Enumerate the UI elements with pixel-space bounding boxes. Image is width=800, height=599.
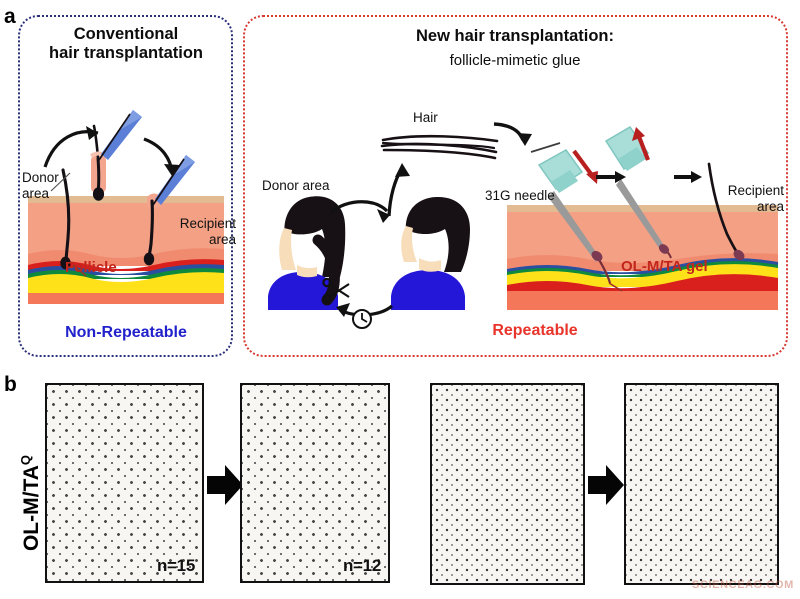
count-label-photo-2: n=12 xyxy=(342,556,381,575)
label-donor-line2: area xyxy=(22,185,50,201)
row-label-text: OL-M/TA xyxy=(20,465,43,552)
photo-4-content xyxy=(626,385,777,583)
watermark: SCIENCEAG.COM xyxy=(692,579,794,591)
label-recipient-right-line1: Recipient xyxy=(727,183,784,198)
photo-panel-4 xyxy=(624,383,779,585)
label-recipient-right-line2: area xyxy=(756,198,784,214)
label-recipient-line2: area xyxy=(208,231,236,247)
photo-3-content xyxy=(432,385,583,583)
verdict-repeatable: Repeatable xyxy=(492,322,578,339)
label-hair: Hair xyxy=(413,110,438,125)
block-arrow-right-2 xyxy=(588,465,624,505)
label-donor-area-new: Donor area xyxy=(262,178,330,193)
label-recipient-line1: Recipient xyxy=(179,216,236,231)
new-method-subtitle: follicle-mimetic glue xyxy=(449,52,581,69)
skin-layer-bands xyxy=(28,248,224,304)
conventional-title-line2: hair transplantation xyxy=(48,44,204,63)
label-31g-needle: 31G needle xyxy=(485,188,555,203)
new-method-title: New hair transplantation: xyxy=(415,27,615,45)
photo-panel-1: n=15 xyxy=(45,383,204,583)
row-label-superscript: Q xyxy=(18,454,33,466)
dotted-mat-background-4 xyxy=(626,385,777,583)
photo-panel-3 xyxy=(430,383,585,585)
label-recipient-area-new: Recipient area xyxy=(712,183,784,214)
label-recipient-area-conventional: Recipient area xyxy=(158,216,236,247)
photo-1-content xyxy=(47,385,202,581)
label-donor-line1: Donor xyxy=(22,170,59,185)
conventional-title-line1: Conventional xyxy=(73,25,179,43)
panel-letter-b: b xyxy=(4,373,17,396)
conventional-skin-cross-section xyxy=(28,196,224,304)
conventional-title: Conventional hair transplantation xyxy=(22,25,230,64)
panel-letter-a: a xyxy=(4,5,16,28)
dotted-mat-background-2 xyxy=(242,385,388,581)
dotted-mat-background-1 xyxy=(47,385,202,581)
count-label-photo-1: n=15 xyxy=(156,556,195,575)
label-ol-m-ta-gel: OL-M/TA gel xyxy=(621,258,708,275)
block-arrow-right-1 xyxy=(207,465,243,505)
label-donor-area-conventional: Donor area xyxy=(22,170,92,201)
verdict-non-repeatable: Non-Repeatable xyxy=(65,324,187,341)
photo-2-content xyxy=(242,385,388,581)
row-label-ol-m-ta: OL-M/TAQ xyxy=(18,428,44,578)
photo-panel-2: n=12 xyxy=(240,383,390,583)
section-a: Conventional hair transplantation New ha… xyxy=(18,15,788,357)
label-follicle: Follicle xyxy=(65,259,117,276)
dotted-mat-background-3 xyxy=(432,385,583,583)
epidermis-layer xyxy=(28,196,224,203)
